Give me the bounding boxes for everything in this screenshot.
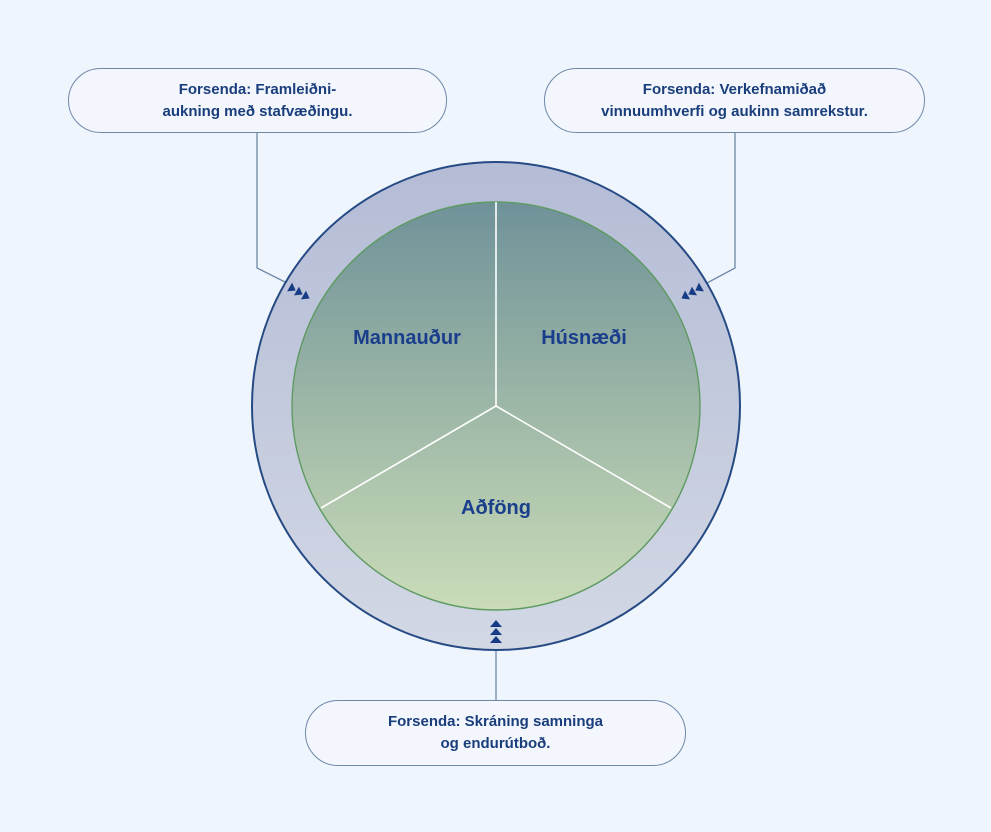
assumption-bottom-line-2: og endurútboð. (440, 735, 551, 752)
sector-label-mannaudur: Mannauður (353, 327, 461, 349)
sector-label-adfong: Aðföng (461, 497, 531, 519)
arrow-marker-right-icon (681, 282, 704, 300)
assumption-box-bottom: Forsenda: Skráning samninga og endurútbo… (305, 700, 686, 766)
assumption-box-right: Forsenda: Verkefnamiðað vinnuumhverfi og… (544, 68, 925, 133)
assumption-right-line-2: vinnuumhverfi og aukinn samrekstur. (601, 102, 868, 120)
divider-line-right (495, 405, 672, 509)
assumption-left-line-1: Forsenda: Framleiðni- (178, 80, 337, 98)
sector-label-husnaedi: Húsnæði (541, 327, 627, 349)
arrow-marker-bottom-icon (490, 620, 502, 643)
assumption-box-left: Forsenda: Framleiðni- aukning með stafvæ… (68, 68, 447, 133)
connector-line-left (256, 133, 288, 284)
assumption-bottom-line-1: Forsenda: Skráning samninga (387, 713, 604, 730)
connector-line-right (706, 133, 736, 284)
assumption-right-line-1: Forsenda: Verkefnamiðað (642, 80, 827, 98)
divider-line-left (320, 405, 497, 509)
assumption-left-line-2: aukning með stafvæðingu. (162, 102, 353, 120)
arrow-marker-left-icon (287, 282, 310, 300)
